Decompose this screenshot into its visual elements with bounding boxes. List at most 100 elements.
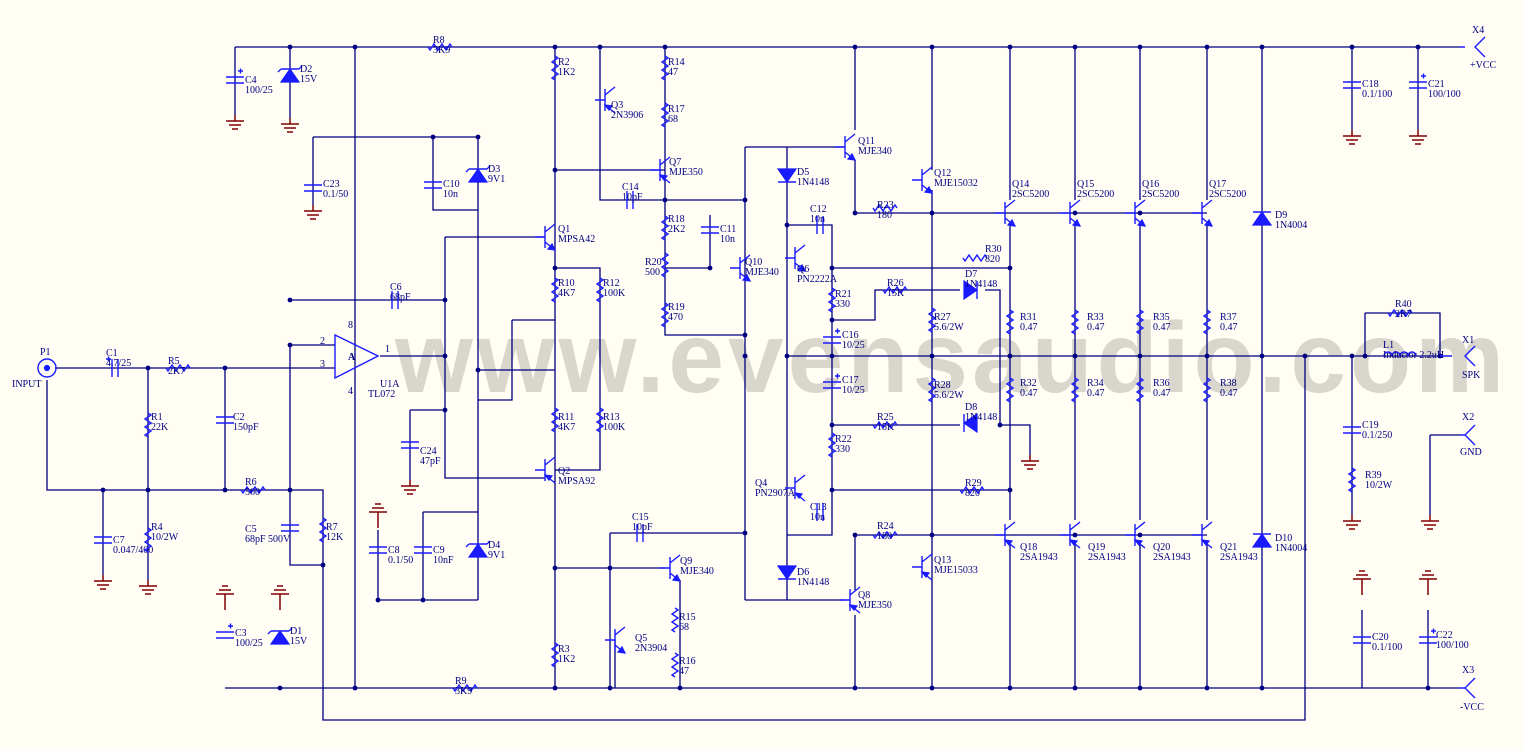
connector-x2[interactable]: X2 GND xyxy=(1460,412,1482,458)
connector-p1[interactable]: P1 INPUT xyxy=(12,347,57,390)
connector-x1[interactable]: X1 SPK xyxy=(1440,335,1481,381)
connector-x4[interactable]: X4 +VCC xyxy=(1460,25,1497,71)
component-c8[interactable]: C80.1/50 xyxy=(369,545,413,566)
component-c7[interactable]: C70.047/400 xyxy=(94,535,153,556)
connector-x3[interactable]: X3 -VCC xyxy=(1460,665,1484,713)
opamp-u1a[interactable]: 2 3 1 8 4 A U1A TL072 xyxy=(320,320,400,400)
component-c1[interactable]: C14.7/25 xyxy=(106,348,131,377)
